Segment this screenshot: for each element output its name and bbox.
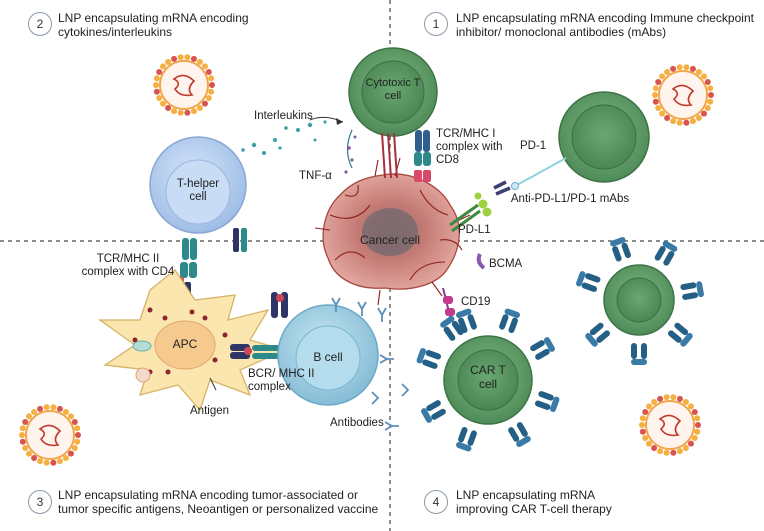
lnp-icon-q4 bbox=[639, 394, 701, 456]
cancer-cell-label: Cancer cell bbox=[359, 233, 421, 247]
antigen-particle-icon bbox=[135, 367, 151, 383]
quadrant-1-number: 1 bbox=[424, 12, 448, 36]
t-helper-nucleus bbox=[165, 159, 231, 225]
car-t-nucleus bbox=[457, 349, 519, 411]
apc-antigen-dots-icon bbox=[132, 307, 228, 375]
cd19-receptor-icon bbox=[442, 287, 455, 321]
apc-label: APC bbox=[172, 337, 198, 351]
antibodies-label: Antibodies bbox=[330, 417, 384, 429]
lnp-icon-q1 bbox=[652, 64, 714, 126]
quadrant-1-title: LNP encapsulating mRNA encoding Immune c… bbox=[456, 11, 754, 40]
pd1-receptor-icon bbox=[514, 157, 567, 187]
anti-pd-mabs-label: Anti-PD-L1/PD-1 mAbs bbox=[510, 193, 630, 205]
antibodies-icon bbox=[331, 297, 410, 431]
cytotoxic-t-nucleus bbox=[361, 60, 425, 124]
quadrant-3-number: 3 bbox=[28, 490, 52, 514]
car-receptors-2-icon bbox=[576, 237, 704, 365]
quadrant-2-title: LNP encapsulating mRNA encoding cytokine… bbox=[58, 11, 249, 40]
quadrant-4-title: LNP encapsulating mRNA improving CAR T-c… bbox=[456, 488, 612, 517]
antigen-arrow-icon bbox=[209, 377, 217, 391]
endosome-icon bbox=[132, 340, 152, 352]
tnf-particles-icon bbox=[344, 135, 357, 174]
cancer-cell bbox=[314, 157, 471, 306]
tcr-mhc2-label: TCR/MHC II complex with CD4 bbox=[81, 253, 175, 279]
tnf-arrow-icon bbox=[346, 129, 353, 169]
pd1-t-cell-nucleus bbox=[571, 104, 637, 170]
bcma-receptor-icon bbox=[476, 253, 486, 270]
pd1-tip-icon bbox=[511, 182, 519, 190]
car-receptors-icon bbox=[416, 308, 560, 452]
pd1-label: PD-1 bbox=[520, 140, 547, 152]
quadrant-4-number: 4 bbox=[424, 490, 448, 514]
cd19-label: CD19 bbox=[461, 296, 491, 308]
tcr-mhc1-receptor-icon bbox=[381, 130, 431, 182]
anti-pd-antibody-icon bbox=[493, 180, 511, 196]
pdl1-receptor-icon bbox=[449, 192, 492, 233]
tcr-mhc1-label: TCR/MHC I complex with CD8 bbox=[436, 128, 503, 167]
t-helper-cell-label: T-helper cell bbox=[176, 178, 220, 204]
interleukin-particles-icon bbox=[218, 120, 327, 158]
car-t-cell-label: CAR T cell bbox=[470, 363, 506, 391]
bcr-receptor-icon bbox=[230, 344, 282, 359]
interleukins-label: Interleukins bbox=[254, 110, 313, 122]
lnp-icon-q2 bbox=[153, 54, 215, 116]
lnp-icon-q3 bbox=[19, 404, 81, 466]
b-cell-bcr-top-icon bbox=[271, 292, 288, 318]
quadrant-3-title: LNP encapsulating mRNA encoding tumor-as… bbox=[58, 488, 379, 517]
bcma-label: BCMA bbox=[489, 258, 523, 270]
b-cell-label: B cell bbox=[313, 350, 343, 364]
apc-nucleus bbox=[154, 320, 216, 370]
bcr-mhc2-label: BCR/ MHC II complex bbox=[248, 368, 315, 394]
car-t-cell-2-nucleus bbox=[616, 277, 662, 323]
tnf-label: TNF-α bbox=[299, 170, 332, 182]
antigen-label: Antigen bbox=[190, 405, 230, 417]
quadrant-2-number: 2 bbox=[28, 12, 52, 36]
b-cell-nucleus bbox=[295, 325, 361, 391]
pdl1-label: PD-L1 bbox=[458, 224, 491, 236]
cytotoxic-t-cell-label: Cytotoxic T cell bbox=[365, 77, 421, 102]
